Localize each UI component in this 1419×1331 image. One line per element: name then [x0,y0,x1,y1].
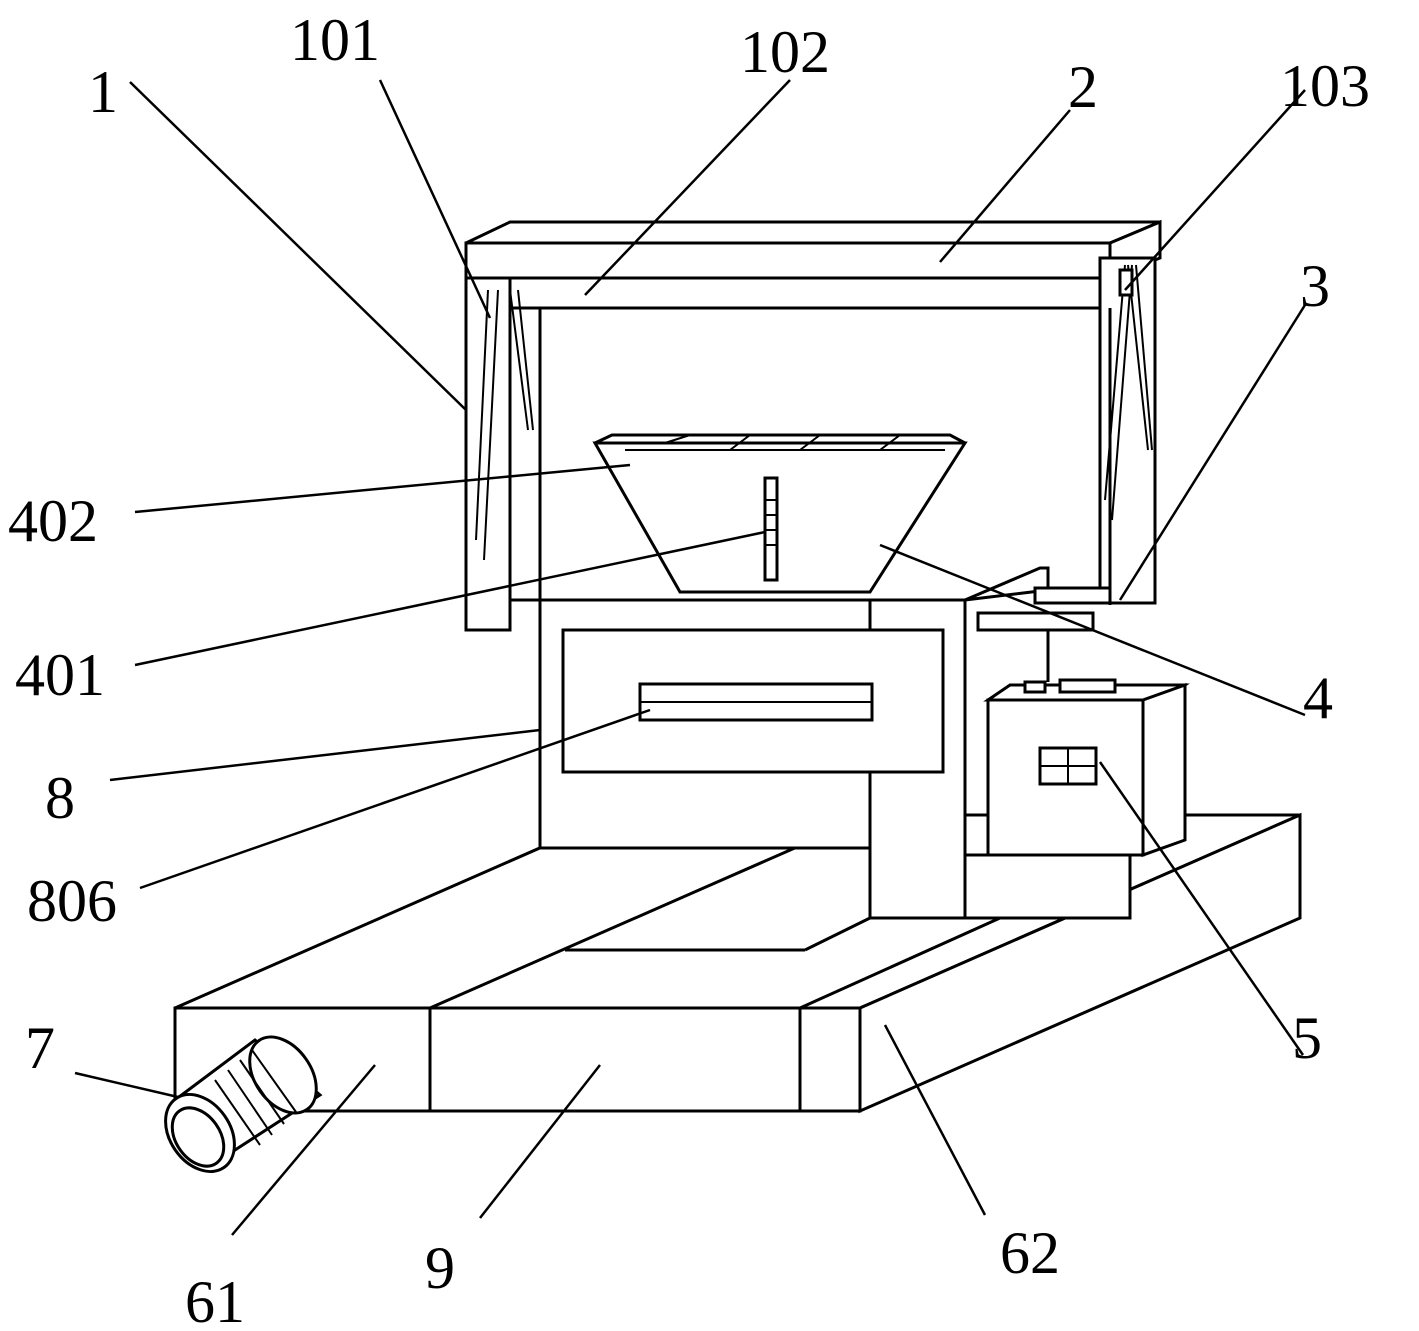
label-4: 4 [1303,665,1333,731]
lid-seg-3 [799,434,821,451]
motor [164,1035,323,1173]
right-spring-4 [1135,264,1153,451]
lid-seg-1 [664,434,691,444]
control-box-front [986,698,1145,857]
label-806: 806 [27,868,117,934]
motor-shaft-face [170,1106,226,1168]
label-5: 5 [1292,1005,1322,1071]
label-102: 102 [740,19,830,85]
lid-seg-2 [729,434,751,451]
leader-103 [1124,89,1306,291]
motor-flange [248,1035,318,1115]
top-beam-top [465,220,1161,245]
label-9: 9 [425,1235,455,1301]
left-spring-2 [483,289,499,561]
leader-3 [1118,304,1307,601]
label-61: 61 [185,1269,245,1331]
control-box-pedestal [963,853,1132,920]
hopper-body [592,441,968,594]
label-2: 2 [1068,54,1098,120]
lid-seg-4 [879,434,901,451]
label-7: 7 [25,1015,55,1081]
leader-101 [378,79,492,319]
left-spring-3 [509,289,529,431]
leader-7 [74,1071,179,1099]
left-spring-4 [517,289,534,431]
leader-4 [879,543,1306,717]
motor-rib-3 [239,1059,285,1125]
leader-9 [479,1064,601,1219]
control-box [963,630,1190,920]
leader-5 [1098,761,1305,1056]
leader-62 [883,1024,987,1216]
bracket-arm-lower [976,611,1095,632]
label-103: 103 [1280,53,1370,119]
top-beam-front [464,241,1112,280]
leader-lines [74,79,1307,1236]
bracket-arm [964,566,1095,632]
base-right-face [858,812,1302,1114]
label-401: 401 [15,642,105,708]
label-402: 402 [8,488,98,554]
hopper [540,433,968,602]
bracket-arm-upper [964,566,1050,602]
inner-beam-102 [508,276,1112,310]
left-spring-1 [475,289,489,541]
leader-1 [129,81,467,411]
leader-806 [139,708,651,890]
left-post [464,276,512,632]
leader-2 [939,109,1071,263]
right-spring-1 [1104,264,1126,501]
label-8: 8 [45,765,75,831]
upper-frame [464,219,1162,632]
hopper-lid-402 [594,433,966,445]
channel-floor-link [804,916,871,952]
leader-61 [231,1064,376,1236]
leader-401 [134,530,766,667]
label-62: 62 [1000,1220,1060,1286]
leader-8 [109,728,541,782]
control-box-side [1141,682,1187,858]
motor-rib-1 [214,1079,261,1146]
leader-402 [134,463,631,514]
motor-rib-2 [227,1069,273,1136]
control-knob-1 [1023,680,1047,694]
label-3: 3 [1300,253,1330,319]
reference-numerals: 1 101 102 2 103 3 402 401 4 8 806 5 7 61… [8,7,1370,1331]
right-spring-2 [1111,264,1133,521]
leader-102 [584,79,791,296]
label-1: 1 [88,59,118,125]
control-knob-2 [1058,678,1117,694]
label-101: 101 [290,7,380,73]
right-foot-3 [1033,586,1112,605]
motor-rib-4 [251,1049,297,1113]
